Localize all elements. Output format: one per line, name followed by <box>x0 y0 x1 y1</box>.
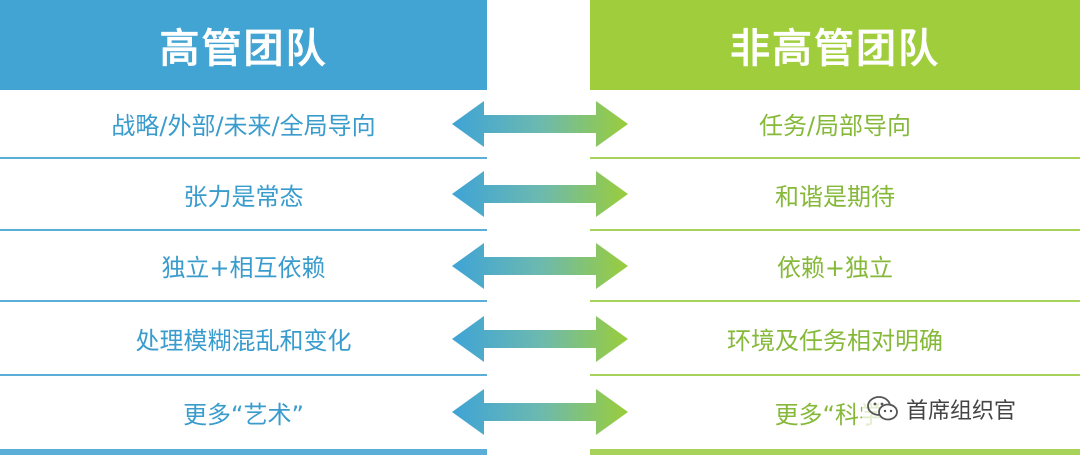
non-executive-item-2: 和谐是期待 <box>775 182 895 211</box>
non-executive-item-1: 任务/局部导向 <box>758 112 912 140</box>
double-arrow-icon <box>452 171 628 217</box>
executive-item-4: 处理模糊混乱和变化 <box>135 326 352 355</box>
row-divider <box>0 300 487 302</box>
bottom-bar <box>0 449 487 455</box>
non-executive-item-3: 依赖+独立 <box>776 254 894 282</box>
executive-team-column: 高管团队 战略/外部/未来/全局导向 张力是常态 独立+相互依赖 处理模糊混乱和… <box>0 0 487 455</box>
non-executive-team-column: 非高管团队 任务/局部导向 和谐是期待 依赖+独立 环境及任务相对明确 更多“科… <box>590 0 1080 455</box>
row-divider <box>590 157 1080 159</box>
executive-item-2: 张力是常态 <box>183 182 304 211</box>
double-arrow-icon <box>452 243 628 289</box>
double-arrow-icon <box>452 316 628 362</box>
double-arrow-icon <box>452 389 628 435</box>
executive-item-3: 独立+相互依赖 <box>161 254 326 282</box>
executive-item-1: 战略/外部/未来/全局导向 <box>111 112 376 140</box>
non-executive-item-4: 环境及任务相对明确 <box>727 326 943 355</box>
row-divider <box>0 157 487 159</box>
row-divider <box>590 229 1080 231</box>
row-divider <box>0 374 487 376</box>
row-divider <box>0 229 487 231</box>
watermark-text: 首席组织官 <box>906 399 1017 424</box>
executive-team-header: 高管团队 <box>0 0 487 90</box>
row-divider <box>590 300 1080 302</box>
row-divider <box>590 374 1080 376</box>
non-executive-team-header: 非高管团队 <box>590 0 1080 90</box>
executive-item-5: 更多“艺术” <box>183 401 304 429</box>
watermark: 首席组织官 <box>862 393 1021 425</box>
wechat-icon <box>867 396 898 421</box>
double-arrow-icon <box>452 101 628 147</box>
bottom-bar <box>590 449 1080 455</box>
